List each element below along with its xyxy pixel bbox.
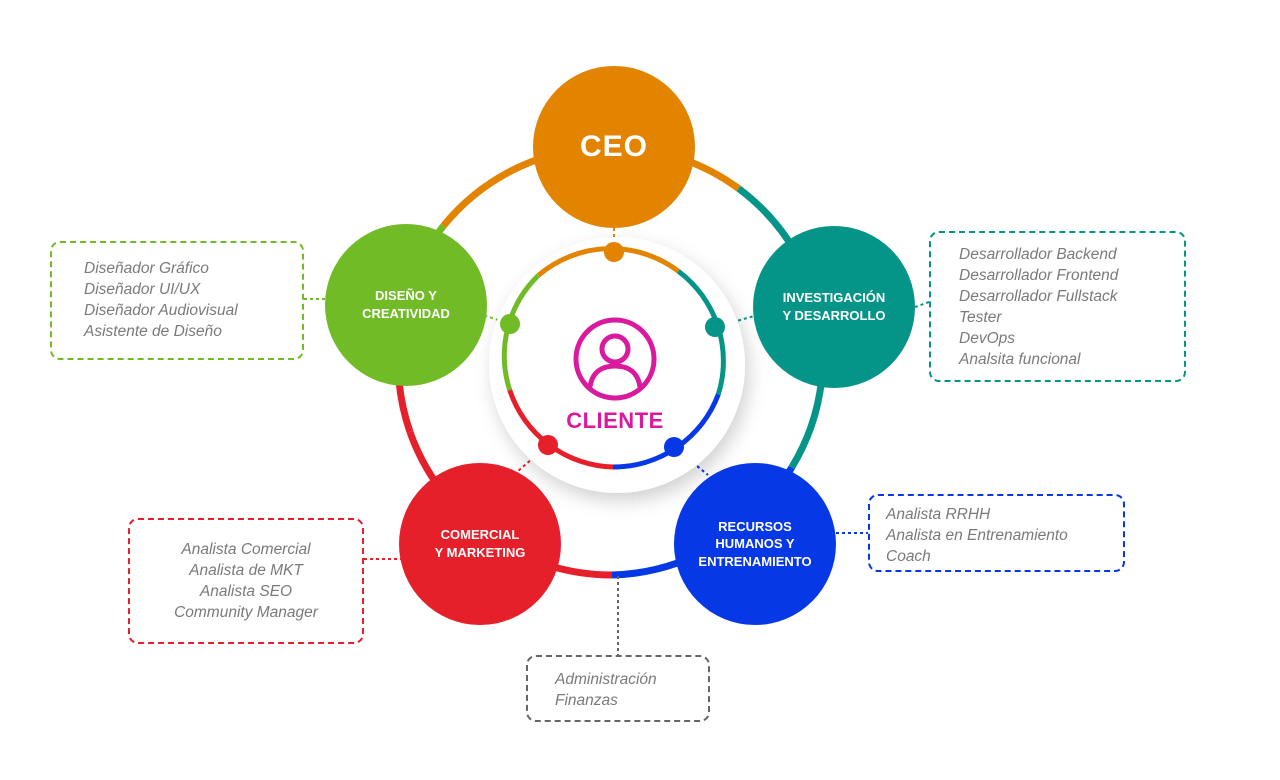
node-investigacion-label: INVESTIGACIÓN Y DESARROLLO (782, 290, 886, 323)
role-item: Coach (886, 548, 931, 565)
dot-comercial (538, 435, 558, 455)
role-item: Analista RRHH (886, 506, 991, 523)
roles-box-investigacion: Desarrollador Backend Desarrollador Fron… (929, 231, 1186, 382)
node-comercial-marketing: COMERCIAL Y MARKETING (399, 463, 561, 625)
role-item: Tester (959, 309, 1002, 326)
node-investigacion-desarrollo: INVESTIGACIÓN Y DESARROLLO (753, 226, 915, 388)
role-item: Asistente de Diseño (84, 323, 222, 340)
roles-box-diseno: Diseñador Gráfico Diseñador UI/UX Diseña… (50, 241, 304, 360)
node-comercial-label: COMERCIAL Y MARKETING (434, 527, 526, 560)
role-item: Desarrollador Backend (959, 246, 1117, 263)
roles-box-administracion: Administración Finanzas (526, 655, 710, 722)
role-item: Analista Comercial (181, 541, 311, 558)
role-item: Analista en Entrenamiento (886, 527, 1068, 544)
node-diseno-label: DISEÑO Y CREATIVIDAD (362, 288, 450, 321)
role-item: Diseñador Audiovisual (84, 302, 238, 319)
node-recursos-label: RECURSOS HUMANOS Y ENTRENAMIENTO (698, 518, 812, 569)
role-item: Diseñador Gráfico (84, 260, 209, 277)
role-item: Analista SEO (199, 583, 293, 600)
user-icon (573, 317, 657, 401)
cliente-label: CLIENTE (566, 408, 664, 433)
node-recursos-humanos: RECURSOS HUMANOS Y ENTRENAMIENTO (674, 463, 836, 625)
dot-ceo (604, 242, 624, 262)
node-ceo-label: CEO (579, 129, 648, 163)
role-item: Desarrollador Fullstack (959, 288, 1118, 305)
cliente-center: CLIENTE (545, 305, 685, 445)
node-ceo: CEO (533, 66, 695, 228)
role-item: Diseñador UI/UX (84, 281, 201, 298)
node-diseno-creatividad: DISEÑO Y CREATIVIDAD (325, 224, 487, 386)
dot-diseno (500, 314, 520, 334)
role-item: Administración (555, 671, 657, 688)
connector-box-investigacion (914, 301, 930, 308)
role-item: Desarrollador Frontend (959, 267, 1119, 284)
roles-box-recursos: Analista RRHH Analista en Entrenamiento … (868, 494, 1125, 572)
role-item: Analista de MKT (189, 562, 303, 579)
role-item: Community Manager (174, 604, 318, 621)
dot-recursos (664, 437, 684, 457)
roles-box-comercial: Analista Comercial Analista de MKT Anali… (128, 518, 364, 644)
dot-investigacion (705, 317, 725, 337)
role-item: Analsita funcional (959, 351, 1081, 368)
role-item: DevOps (959, 330, 1015, 347)
role-item: Finanzas (555, 692, 618, 709)
inner-ring-dots (500, 242, 725, 457)
